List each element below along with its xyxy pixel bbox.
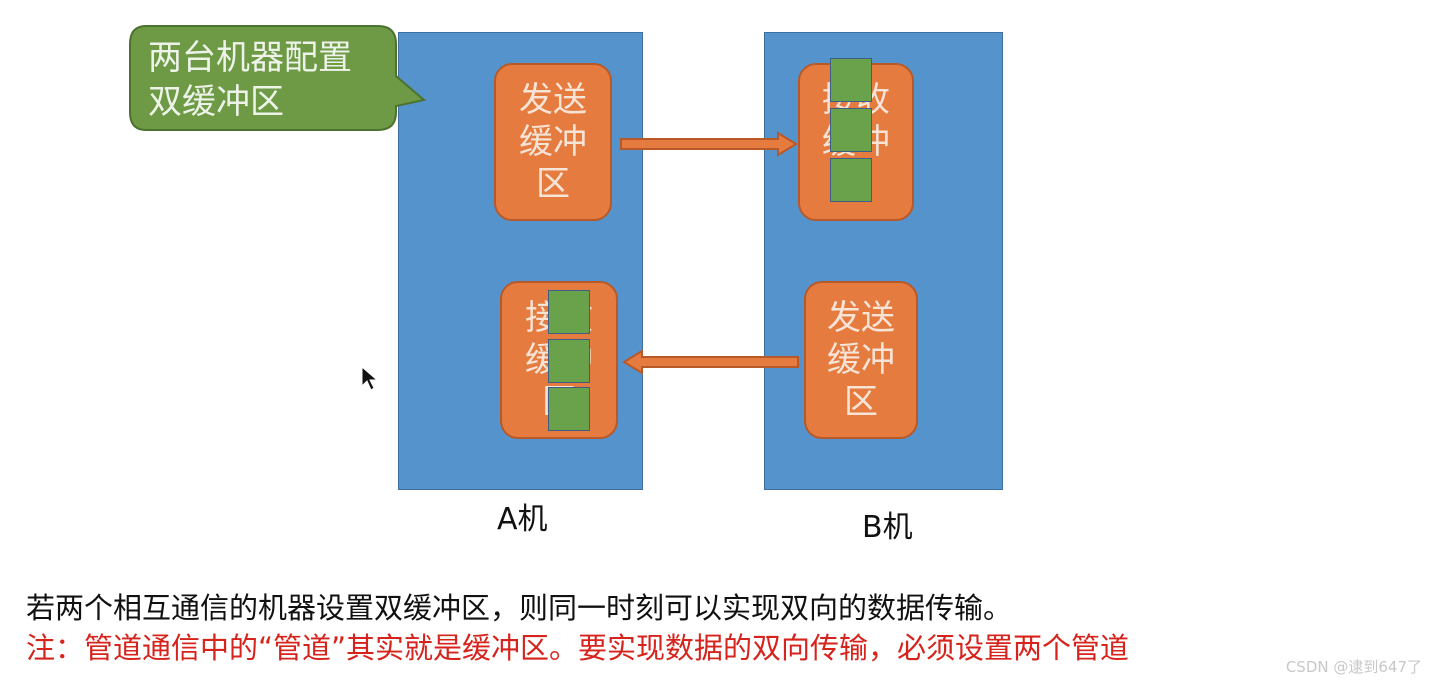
callout-bubble [129, 25, 427, 131]
b-send-label-3: 区 [844, 382, 878, 422]
note-line-2: 注：管道通信中的“管道”其实就是缓冲区。要实现数据的双向传输，必须设置两个管道 [26, 631, 1130, 665]
a-send-buffer: 发送 缓冲 区 [494, 63, 612, 221]
mouse-cursor-icon [361, 366, 379, 391]
note-line-1: 若两个相互通信的机器设置双缓冲区，则同一时刻可以实现双向的数据传输。 [26, 591, 1013, 625]
data-block [548, 339, 590, 383]
data-block [548, 290, 590, 334]
data-block [548, 387, 590, 431]
arrow-right-icon [620, 131, 798, 157]
b-send-label-2: 缓冲 [827, 340, 895, 380]
arrow-left-icon [622, 349, 799, 375]
a-send-label-1: 发送 [519, 80, 587, 120]
watermark: CSDN @逮到647了 [1285, 658, 1422, 676]
a-send-label-2: 缓冲 [519, 122, 587, 162]
a-send-label-3: 区 [536, 164, 570, 204]
machine-b-caption: B机 [862, 510, 913, 545]
b-send-label-1: 发送 [827, 298, 895, 338]
callout-text: 两台机器配置 双缓冲区 [148, 38, 352, 122]
data-block [830, 58, 872, 102]
data-block [830, 158, 872, 202]
data-block [830, 108, 872, 152]
b-send-buffer: 发送 缓冲 区 [804, 281, 918, 439]
machine-a-caption: A机 [497, 502, 548, 537]
